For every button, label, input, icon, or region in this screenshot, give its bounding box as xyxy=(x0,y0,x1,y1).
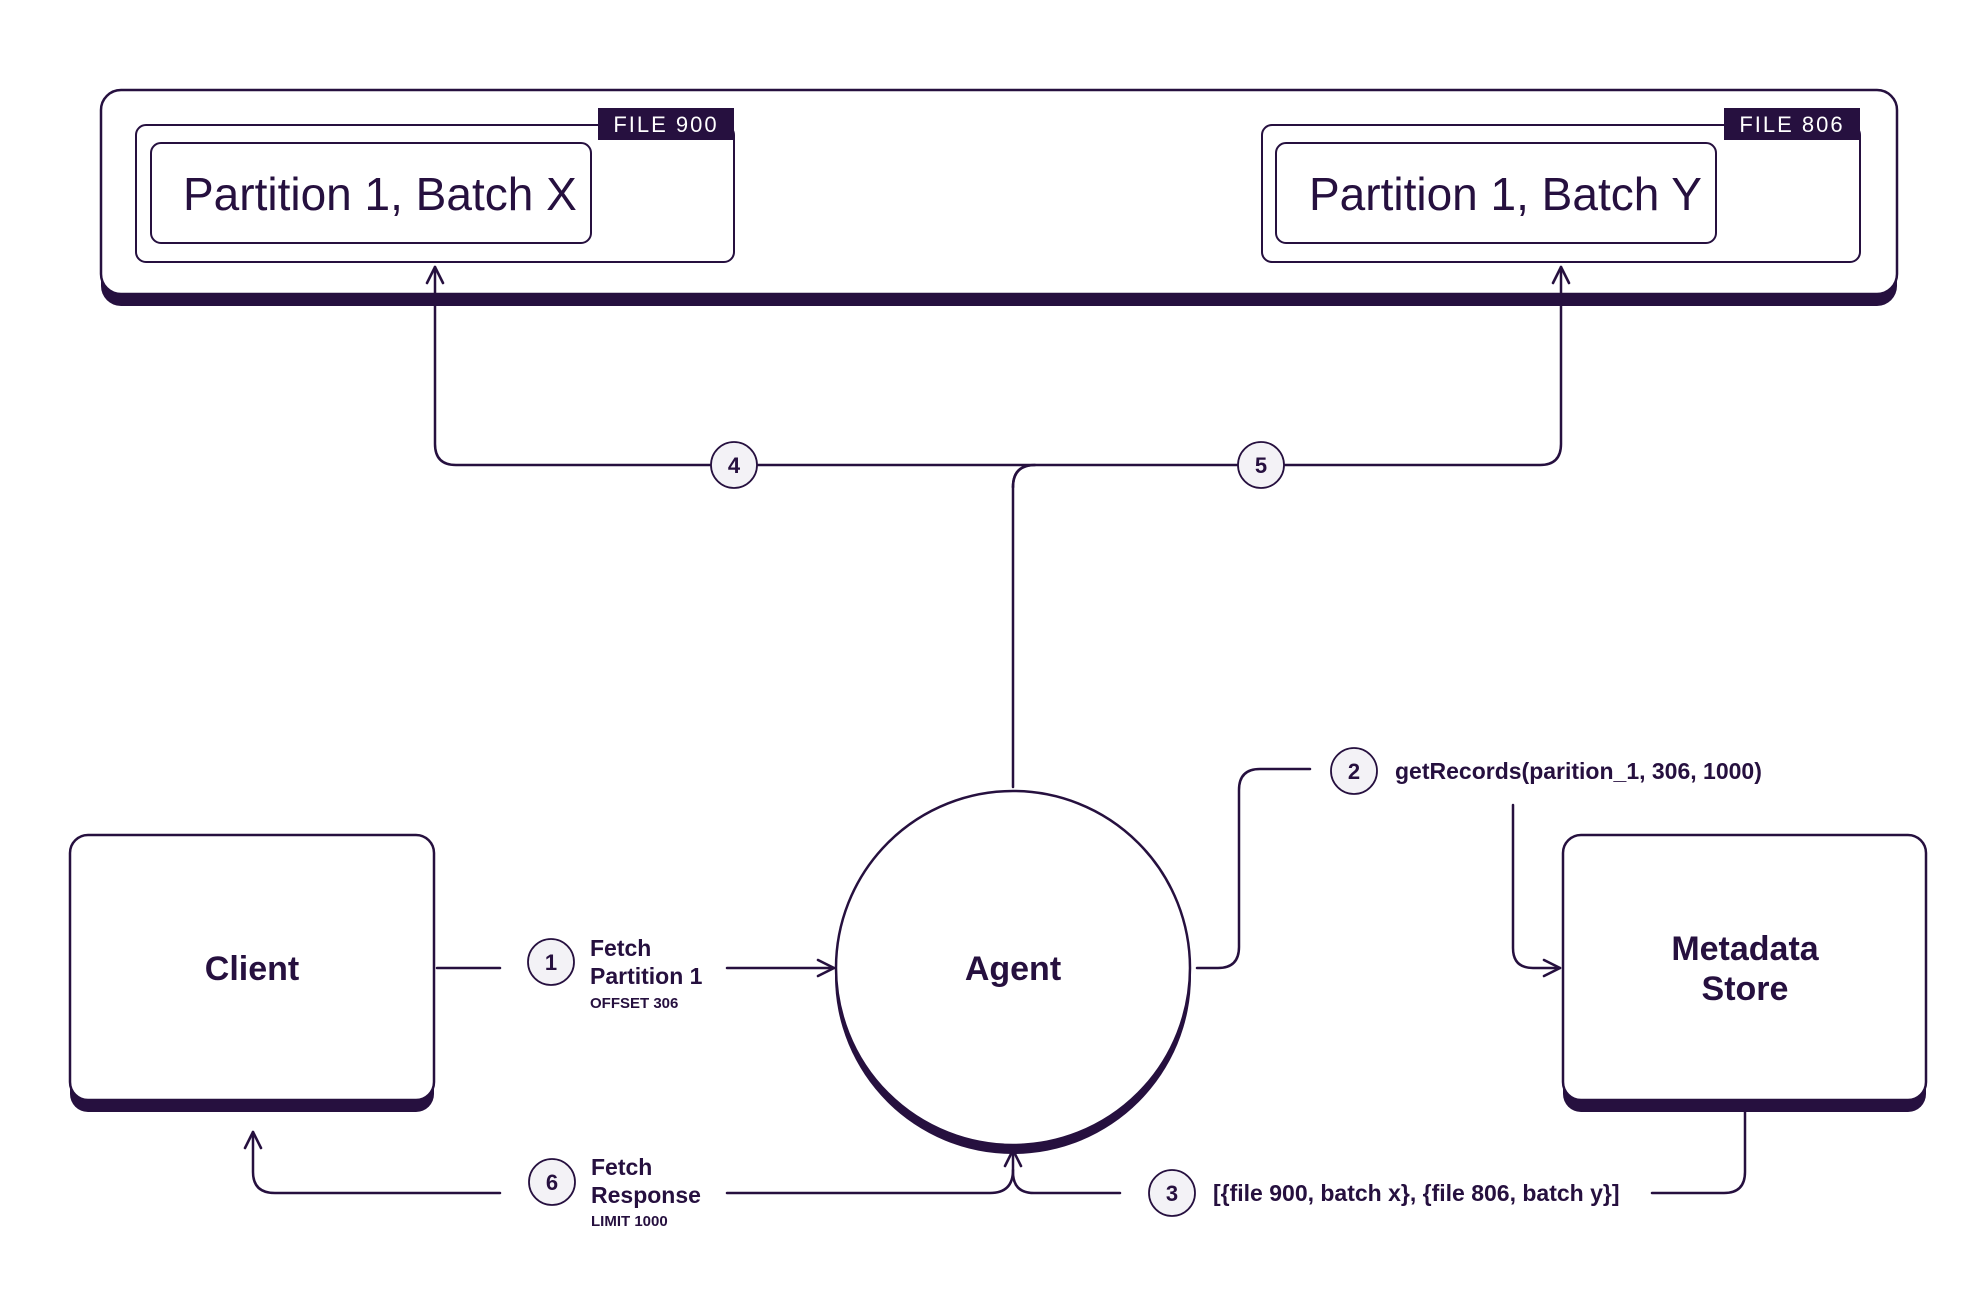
batch-y-label: Partition 1, Batch Y xyxy=(1309,168,1702,220)
batch-x-label: Partition 1, Batch X xyxy=(183,168,577,220)
step-3-annotation: 3 [{file 900, batch x}, {file 806, batch… xyxy=(1148,1169,1620,1217)
step-6-subtitle: LIMIT 1000 xyxy=(591,1213,668,1230)
client-label: Client xyxy=(205,950,299,988)
batch-x-box xyxy=(150,142,592,244)
step-2-arrow xyxy=(1511,803,1562,978)
metadata-store-node: Metadata Store xyxy=(1561,833,1928,1112)
step-3-arrow xyxy=(1003,1148,1122,1195)
step-3-number: 3 xyxy=(1166,1181,1178,1206)
batch-y-box xyxy=(1275,142,1717,244)
metadata-label-line2: Store xyxy=(1702,970,1789,1008)
step-1-subtitle: OFFSET 306 xyxy=(590,995,678,1012)
step-2-call-text: getRecords(parition_1, 306, 1000) xyxy=(1395,758,1762,784)
step-2-number: 2 xyxy=(1348,759,1360,784)
step-1-title-line1: Fetch xyxy=(590,935,651,961)
step-4-number: 4 xyxy=(728,453,741,478)
file-900-tag: FILE 900 xyxy=(613,112,718,137)
step-6-arrow xyxy=(243,1130,502,1195)
file-806-box: FILE 806 Partition 1, Batch Y xyxy=(1261,108,1861,263)
agent-node: Agent xyxy=(834,789,1192,1154)
file-806-tag-bg xyxy=(1724,108,1860,140)
step-6-title-line1: Fetch xyxy=(591,1154,652,1180)
agent-label: Agent xyxy=(965,950,1061,988)
step-1-annotation: 1 Fetch Partition 1 OFFSET 306 xyxy=(527,935,703,1012)
step-5-arrow xyxy=(1011,265,1571,489)
step-6-annotation: 6 Fetch Response LIMIT 1000 xyxy=(528,1154,701,1230)
step-2-badge xyxy=(1330,747,1378,795)
step-5-number: 5 xyxy=(1255,453,1267,478)
step-6-badge xyxy=(528,1158,576,1206)
step-3-line-right xyxy=(1650,1110,1747,1195)
file-900-box: FILE 900 Partition 1, Batch X xyxy=(135,108,735,263)
step-6-title-line2: Response xyxy=(591,1182,701,1208)
step-2-annotation: 2 getRecords(parition_1, 306, 1000) xyxy=(1330,747,1762,795)
metadata-label-line1: Metadata xyxy=(1671,930,1819,968)
step-1-badge xyxy=(527,938,575,986)
step-5-badge: 5 xyxy=(1237,441,1285,489)
step-1-title-line2: Partition 1 xyxy=(590,963,703,989)
step-3-badge xyxy=(1148,1169,1196,1217)
client-node: Client xyxy=(68,833,436,1112)
step-3-result-text: [{file 900, batch x}, {file 806, batch y… xyxy=(1213,1180,1620,1206)
file-806-tag: FILE 806 xyxy=(1739,112,1844,137)
step-2-line xyxy=(1195,767,1312,970)
step-6-number: 6 xyxy=(546,1170,558,1195)
step-6-line-right xyxy=(725,1168,1015,1195)
step-4-badge: 4 xyxy=(710,441,758,489)
step-1-number: 1 xyxy=(545,950,557,975)
file-900-tag-bg xyxy=(598,108,734,140)
